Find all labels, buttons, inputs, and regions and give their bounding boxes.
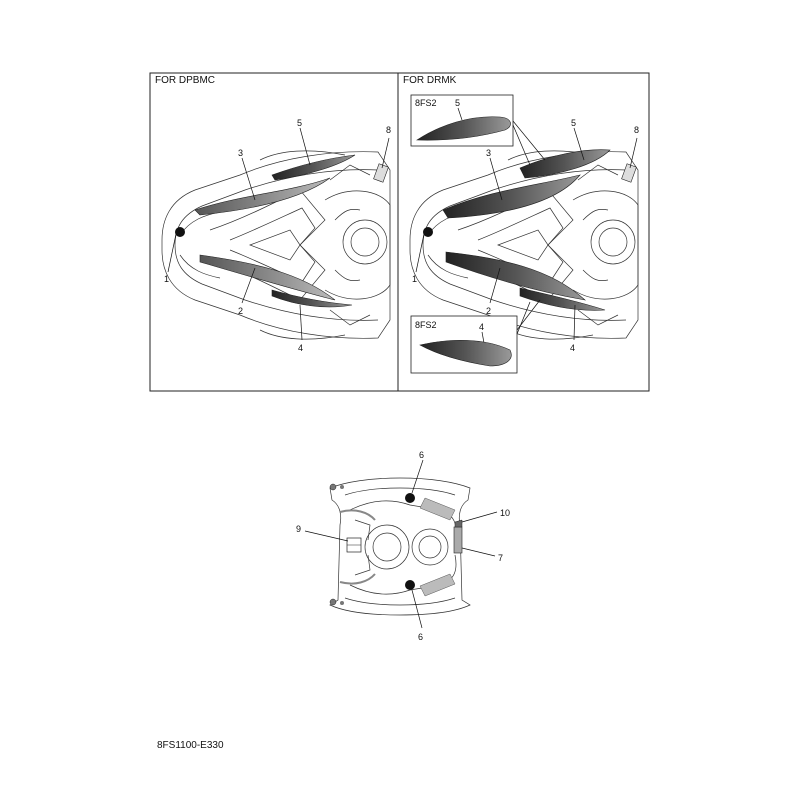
decal-3-right xyxy=(442,174,581,219)
decal-8-left xyxy=(373,163,389,183)
decal-7 xyxy=(453,526,463,554)
decal-group-rear xyxy=(346,493,463,590)
callout-1-right: 1 xyxy=(412,274,417,284)
decal-4-left xyxy=(271,289,353,308)
decal-5-left xyxy=(271,154,356,181)
decal-10 xyxy=(454,519,463,528)
callout-10: 10 xyxy=(500,508,510,518)
decal-group-left xyxy=(175,154,389,308)
inset-top: 8FS2 5 xyxy=(410,94,546,166)
decal-2-right xyxy=(445,251,586,301)
callout-5-left: 5 xyxy=(297,118,302,128)
inset-top-decal xyxy=(416,116,511,141)
decal-4-right xyxy=(519,287,606,311)
callout-2-right: 2 xyxy=(486,306,491,316)
inset-bottom-decal xyxy=(419,339,512,367)
diagram-code: 8FS1100-E330 xyxy=(157,740,224,751)
rear-deck-drawing xyxy=(329,477,471,616)
decal-6-top xyxy=(405,493,415,503)
callout-3-right: 3 xyxy=(486,148,491,158)
decal-group-right xyxy=(423,149,637,311)
callout-8-left: 8 xyxy=(386,125,391,135)
decal-5-right xyxy=(519,149,611,179)
inset-bottom: 8FS2 4 xyxy=(410,299,541,374)
callouts-rear: 6 6 9 7 10 xyxy=(296,450,510,642)
inset-top-num: 5 xyxy=(455,98,460,108)
inset-bottom-num: 4 xyxy=(479,322,484,332)
callout-4-right: 4 xyxy=(570,343,575,353)
callout-5-right: 5 xyxy=(571,118,576,128)
callout-1-left: 1 xyxy=(164,274,169,284)
callouts-right: 1 2 3 4 5 8 xyxy=(412,118,639,353)
callouts-left: 1 2 3 4 5 8 xyxy=(164,118,391,353)
decal-3-left xyxy=(194,177,331,216)
callout-7: 7 xyxy=(498,553,503,563)
panel-title-drmk: FOR DRMK xyxy=(403,75,457,86)
decal-1-left xyxy=(175,227,185,237)
callout-6-top: 6 xyxy=(419,450,424,460)
decal-8-right xyxy=(621,163,637,183)
decal-2-left xyxy=(199,254,336,301)
callout-9: 9 xyxy=(296,524,301,534)
callout-2-left: 2 xyxy=(238,306,243,316)
inset-top-tag: 8FS2 xyxy=(415,98,437,108)
decal-6-bottom xyxy=(405,580,415,590)
callout-3-left: 3 xyxy=(238,148,243,158)
callout-4-left: 4 xyxy=(298,343,303,353)
diagram-frame xyxy=(149,72,650,392)
inset-bottom-tag: 8FS2 xyxy=(415,320,437,330)
hull-drawing-right xyxy=(409,150,639,340)
callout-8-right: 8 xyxy=(634,125,639,135)
callout-6-bottom: 6 xyxy=(418,632,423,642)
decal-1-right xyxy=(423,227,433,237)
panel-title-dpbmc: FOR DPBMC xyxy=(155,75,215,86)
